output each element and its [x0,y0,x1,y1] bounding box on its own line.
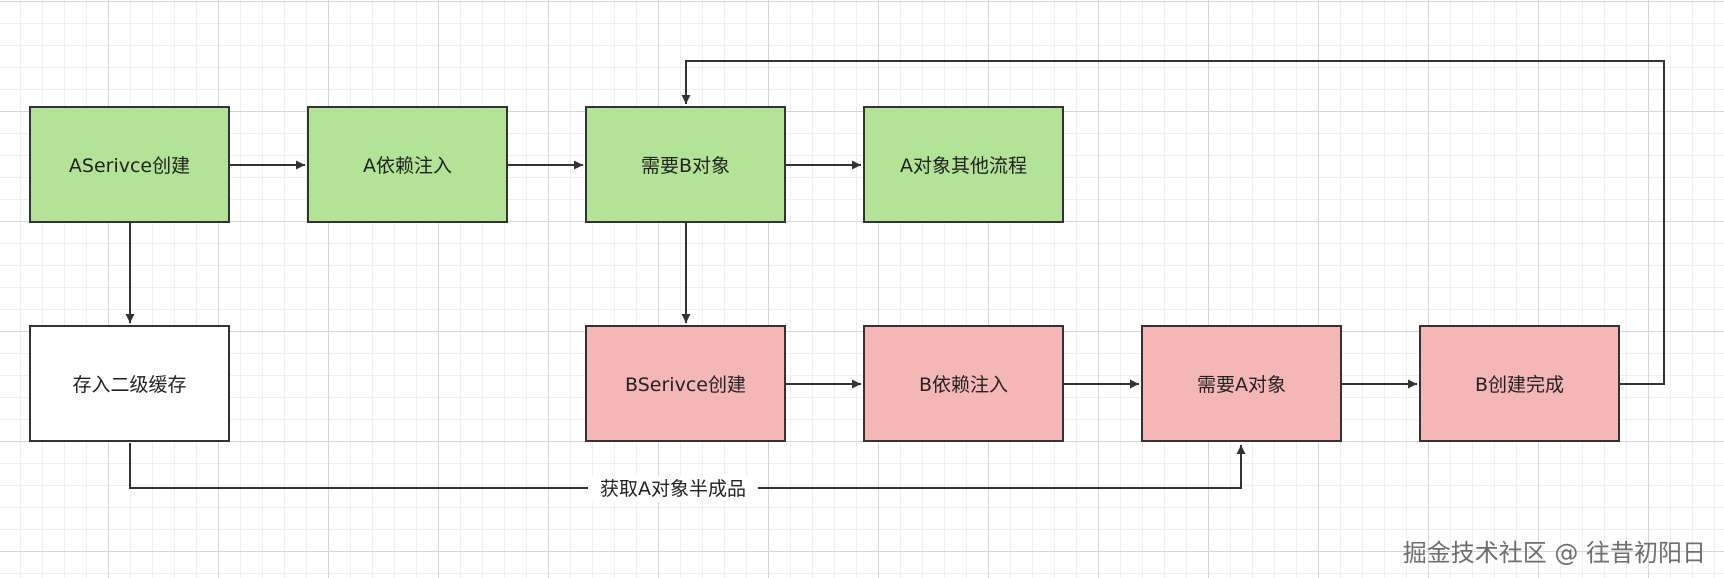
node-need-a[interactable]: 需要A对象 [1141,325,1342,442]
node-a-create[interactable]: ASerivce创建 [29,106,230,223]
node-b-create[interactable]: BSerivce创建 [585,325,786,442]
node-need-b[interactable]: 需要B对象 [585,106,786,223]
node-b-inject[interactable]: B依赖注入 [863,325,1064,442]
node-b-inject-label: B依赖注入 [918,374,1009,396]
node-b-done[interactable]: B创建完成 [1419,325,1620,442]
node-a-inject[interactable]: A依赖注入 [307,106,508,223]
node-a-create-label: ASerivce创建 [68,155,191,177]
edge-b-done-to-need-b [681,60,1665,385]
node-a-other[interactable]: A对象其他流程 [863,106,1064,223]
edge-label-get-half-product: 获取A对象半成品 [588,476,758,502]
node-save-cache[interactable]: 存入二级缓存 [29,325,230,442]
node-need-a-label: 需要A对象 [1197,374,1286,396]
node-save-cache-label: 存入二级缓存 [72,374,187,396]
node-b-create-label: BSerivce创建 [625,374,746,396]
watermark: 掘金技术社区 @ 往昔初阳日 [1402,539,1706,567]
node-a-inject-label: A依赖注入 [363,155,452,177]
node-b-done-label: B创建完成 [1474,374,1565,396]
node-need-b-label: 需要B对象 [640,155,731,177]
node-a-other-label: A对象其他流程 [900,155,1027,177]
